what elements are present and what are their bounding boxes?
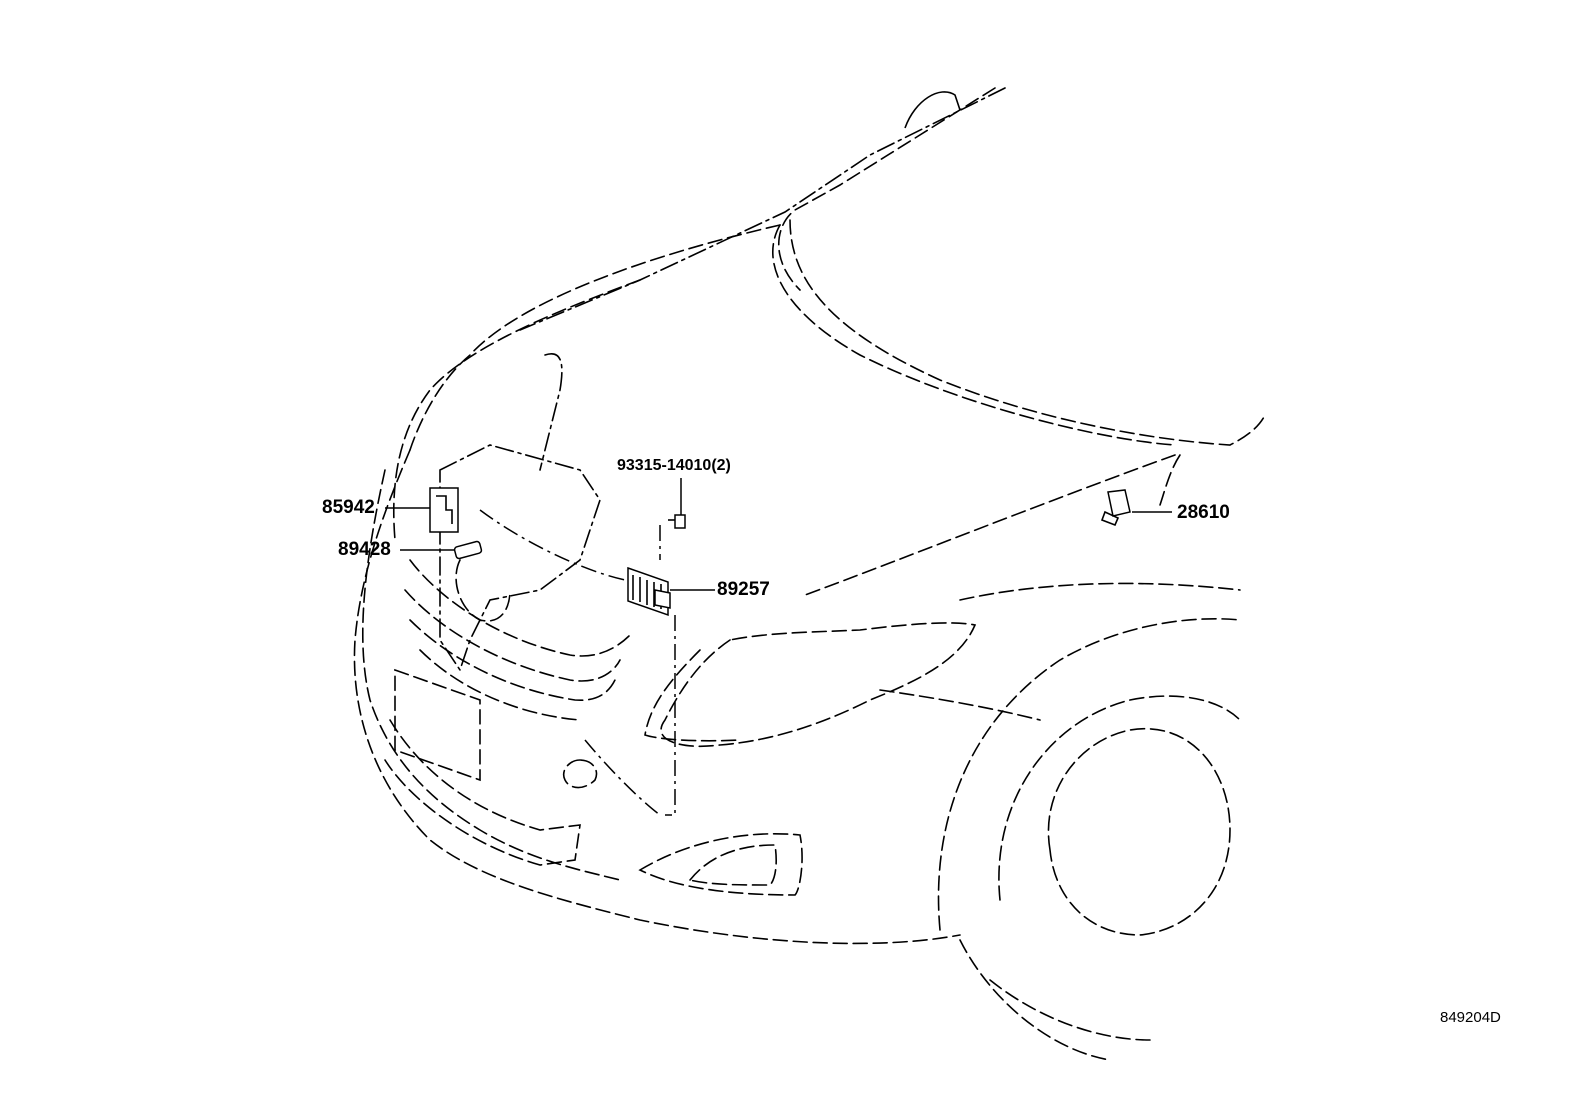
fog-lamp-right-housing bbox=[638, 832, 803, 896]
hood-front-edge bbox=[409, 224, 781, 451]
wiring-chain-1 bbox=[479, 509, 626, 581]
callout-85942[interactable]: 85942 bbox=[322, 497, 375, 518]
hood-crease-lower bbox=[772, 224, 1176, 446]
a-pillar-line bbox=[778, 87, 996, 291]
bolt-93315-shape bbox=[674, 514, 686, 529]
bumper-inner-line bbox=[362, 469, 621, 881]
horn-bracket bbox=[455, 559, 511, 622]
callout-89428[interactable]: 89428 bbox=[338, 539, 391, 560]
wiring-chain-3 bbox=[584, 739, 661, 816]
mirror-outline bbox=[904, 91, 961, 129]
radiator-support bbox=[439, 444, 601, 672]
hood-crease-upper bbox=[789, 219, 1266, 446]
wiring-chain-2 bbox=[665, 615, 676, 816]
license-plate-area bbox=[394, 668, 481, 782]
part-85942-detail bbox=[436, 495, 453, 524]
part-28610-base bbox=[1100, 510, 1120, 527]
wheel-arch bbox=[937, 618, 1241, 931]
tire-outer bbox=[998, 695, 1241, 901]
fog-lamp-right bbox=[688, 844, 777, 886]
callout-93315-14010[interactable]: 93315-14010(2) bbox=[617, 457, 731, 474]
bumper-outline bbox=[353, 449, 961, 945]
part-85942-shape bbox=[429, 487, 459, 533]
support-post bbox=[539, 353, 563, 471]
side-body-upper bbox=[959, 582, 1241, 601]
wheel-rim bbox=[1047, 727, 1231, 936]
part-28610-shape bbox=[1107, 489, 1131, 517]
wheel-arch-lower bbox=[959, 939, 1111, 1061]
part-89257-fins bbox=[632, 575, 662, 609]
headlight-inner bbox=[644, 649, 741, 742]
fog-lamp-left bbox=[562, 759, 598, 789]
callout-28610[interactable]: 28610 bbox=[1177, 502, 1230, 523]
fender-corner bbox=[1159, 454, 1181, 506]
grille-bar-4 bbox=[419, 649, 581, 721]
side-body-line bbox=[879, 689, 1041, 721]
grille-bar-1 bbox=[409, 559, 631, 657]
diagram-reference-code: 849204D bbox=[1440, 1009, 1501, 1026]
lower-vent bbox=[384, 719, 581, 866]
fender-line bbox=[804, 454, 1176, 596]
tire-bottom bbox=[989, 979, 1151, 1041]
grille-bar-3 bbox=[409, 619, 616, 701]
callout-89257[interactable]: 89257 bbox=[717, 579, 770, 600]
part-89428-shape bbox=[453, 540, 483, 560]
windshield-edge bbox=[519, 87, 1006, 331]
hood-side-edge bbox=[392, 279, 641, 541]
grille-bar-2 bbox=[404, 589, 621, 682]
headlight-outline bbox=[660, 622, 977, 748]
part-89257-connector bbox=[654, 589, 671, 609]
